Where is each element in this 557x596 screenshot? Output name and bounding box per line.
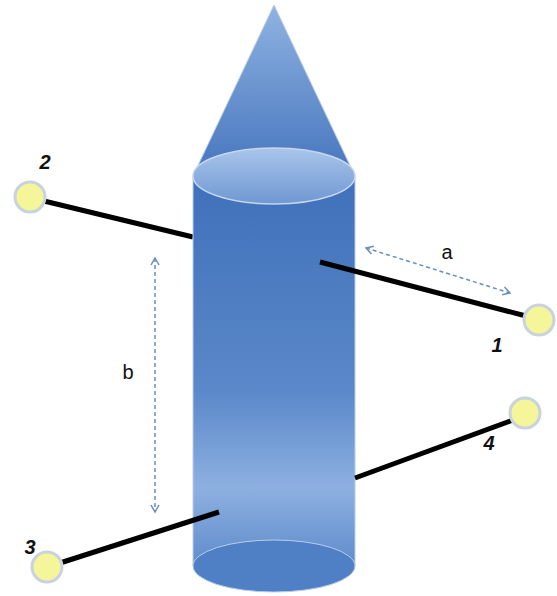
dimension-arrow: [154, 258, 156, 512]
ball: [15, 182, 45, 212]
callout-number: 2: [39, 152, 50, 172]
callout-number: 4: [483, 433, 494, 453]
dimension-arrow: [366, 248, 510, 293]
rocket-body: [193, 176, 355, 566]
ball: [524, 305, 554, 335]
rod: [355, 420, 513, 478]
ball: [510, 398, 540, 428]
rod: [60, 512, 219, 563]
callout-number: 1: [491, 335, 502, 355]
top-cap: [193, 148, 355, 204]
dimension-label: b: [122, 362, 133, 382]
rod: [44, 201, 193, 237]
bottom-end: [193, 540, 355, 592]
ball: [32, 552, 62, 582]
callout-number: 3: [24, 537, 35, 557]
dimension-label: a: [441, 242, 452, 262]
